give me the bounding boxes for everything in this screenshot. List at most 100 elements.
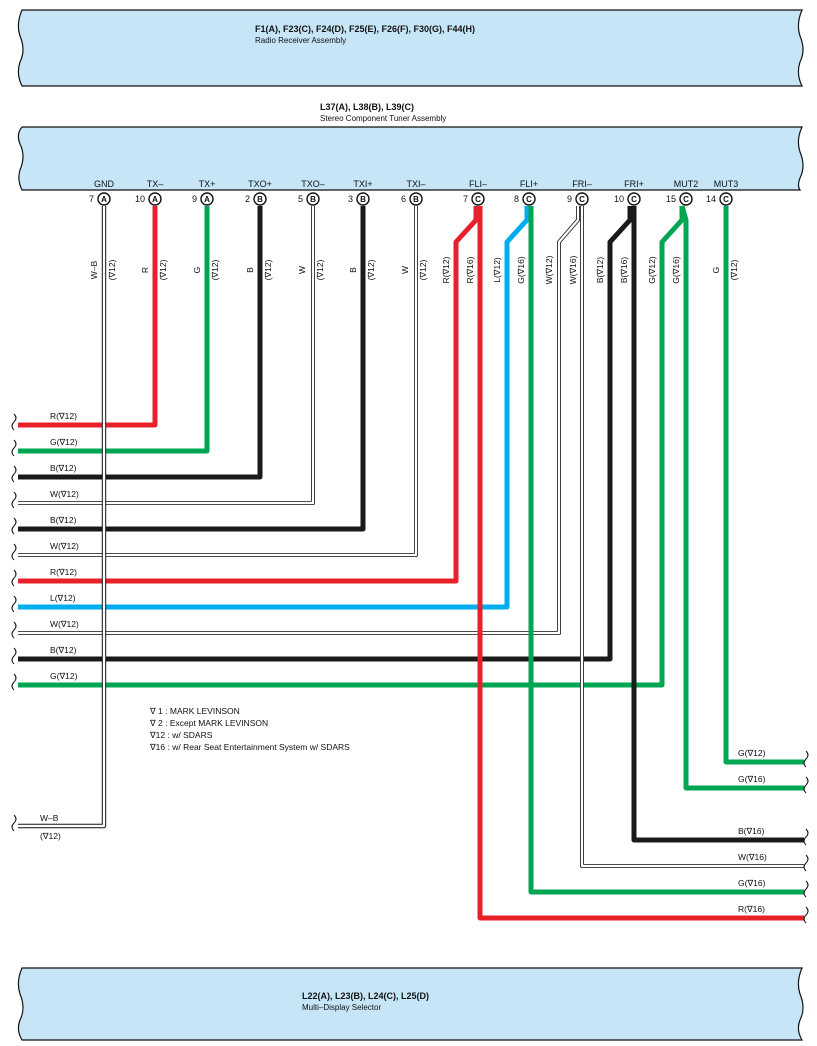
pin-name: TX+ — [199, 179, 216, 189]
left-wire-label: W(∇12) — [50, 489, 79, 499]
pin-name: FRI+ — [624, 179, 644, 189]
wire-color-label: R(∇16) — [465, 256, 475, 283]
pin-terminal — [471, 192, 485, 206]
pin-number: 8 — [514, 194, 519, 204]
wire-color-label: W(∇16) — [568, 255, 578, 284]
left-wire-label: W(∇12) — [50, 541, 79, 551]
pin-terminal — [97, 192, 111, 206]
pin-name: TXI+ — [353, 179, 372, 189]
footnote: ∇16 : w/ Rear Seat Entertainment System … — [149, 742, 350, 752]
wire-fli-minus-12 — [18, 206, 479, 584]
left-wire-label: L(∇12) — [50, 593, 76, 603]
pin-connector-letter: C — [631, 195, 637, 204]
pin-number: 9 — [192, 194, 197, 204]
wire-option-label: (∇12) — [418, 259, 428, 280]
left-wire-label: B(∇12) — [50, 645, 77, 655]
wire-color-label: R — [140, 267, 150, 273]
right-wire-labels: G(∇12) G(∇16) B(∇16) W(∇16) G(∇16) R(∇16… — [738, 748, 767, 914]
pin-terminal — [627, 192, 641, 206]
wire-color-label: B(∇16) — [619, 257, 629, 284]
wire-option-label: (∇12) — [366, 259, 376, 280]
wire-fri-plus-16 — [631, 206, 804, 843]
pin-connector-letter: B — [257, 195, 263, 204]
selector-title: L22(A), L23(B), L24(C), L25(D) — [302, 991, 429, 1001]
left-wire-label: R(∇12) — [50, 567, 77, 577]
wire-gnd — [18, 206, 106, 828]
wire-color-label: R(∇12) — [441, 256, 451, 283]
wire-fli-plus-12 — [18, 206, 530, 610]
pin-number: 5 — [298, 194, 303, 204]
wire-color-label: L(∇12) — [492, 257, 502, 283]
pin-connector-letter: A — [101, 195, 107, 204]
pin-name: MUT2 — [674, 179, 699, 189]
footnotes: ∇ 1 : MARK LEVINSON ∇ 2 : Except MARK LE… — [149, 706, 350, 752]
left-wire-label: G(∇12) — [50, 671, 78, 681]
wire-option-label: (∇12) — [158, 259, 168, 280]
pin-connector-letter: B — [360, 195, 366, 204]
pin-terminal — [575, 192, 589, 206]
wire-color-label: G(∇16) — [671, 256, 681, 284]
wire-option-label: (∇12) — [210, 259, 220, 280]
pin-connector-letter: B — [413, 195, 419, 204]
pin-name: MUT3 — [714, 179, 739, 189]
radio-receiver-connector: F1(A), F23(C), F24(D), F25(E), F26(F), F… — [17, 9, 804, 87]
wire-fri-minus-12 — [18, 206, 580, 635]
pin-number: 9 — [567, 194, 572, 204]
wire-color-label: W — [297, 266, 307, 274]
right-wire-label: W(∇16) — [738, 852, 767, 862]
wire-fri-minus-16-outline — [580, 206, 804, 868]
pin-number: 6 — [401, 194, 406, 204]
pin-terminal — [253, 192, 267, 206]
pin-connector-letter: C — [579, 195, 585, 204]
wire-option-label: (∇12) — [315, 259, 325, 280]
pin-number: 10 — [614, 194, 624, 204]
pin-terminal — [306, 192, 320, 206]
pin-connector-letter: A — [152, 195, 158, 204]
left-wire-label: G(∇12) — [50, 437, 78, 447]
radio-receiver-subtitle: Radio Receiver Assembly — [255, 36, 346, 45]
pin-number: 2 — [245, 194, 250, 204]
left-wire-label: B(∇12) — [50, 463, 77, 473]
pin-connector-letter: C — [526, 195, 532, 204]
right-wire-label: G(∇12) — [738, 748, 766, 758]
gnd-wire-option-label: (∇12) — [40, 831, 61, 841]
wire-color-label: G(∇12) — [647, 256, 657, 284]
right-wire-label: R(∇16) — [738, 904, 765, 914]
wire-color-label: B(∇12) — [595, 257, 605, 284]
pin-number: 14 — [706, 194, 716, 204]
wire-fri-minus-16 — [580, 206, 804, 868]
wire-color-label: B — [348, 267, 358, 273]
pin-connector-letter: A — [204, 195, 210, 204]
wire-option-label: (∇12) — [263, 259, 273, 280]
pin-name: FRI– — [572, 179, 592, 189]
wire-txo-plus — [18, 206, 263, 480]
wire-break-marks — [11, 413, 809, 924]
selector-subtitle: Multi–Display Selector — [302, 1003, 381, 1012]
wire-fli-minus-16 — [477, 206, 804, 921]
wire-color-label: W — [400, 266, 410, 274]
pin-terminal — [719, 192, 733, 206]
right-wire-label: G(∇16) — [738, 878, 766, 888]
tuner-connector — [17, 126, 804, 191]
wire-tx-minus — [18, 206, 158, 428]
footnote: ∇12 : w/ SDARS — [149, 730, 213, 740]
footnote: ∇ 1 : MARK LEVINSON — [149, 706, 240, 716]
left-wire-label: R(∇12) — [50, 411, 77, 421]
pin-connector-letter: C — [723, 195, 729, 204]
wire-fli-plus-16 — [528, 206, 804, 895]
pin-name: GND — [94, 179, 115, 189]
wire-mut2-12 — [18, 206, 685, 688]
wire-txo-minus-outline — [18, 206, 315, 505]
wire-option-label: (∇12) — [729, 259, 739, 280]
pin-name: TXO+ — [248, 179, 272, 189]
wire-color-label: G(∇16) — [516, 256, 526, 284]
right-wire-label: G(∇16) — [738, 774, 766, 784]
pin-terminal — [522, 192, 536, 206]
wire-txo-minus — [18, 206, 315, 505]
pin-terminal — [148, 192, 162, 206]
pin-number: 7 — [463, 194, 468, 204]
wire-txi-plus — [18, 206, 366, 532]
pin-name: TXO– — [301, 179, 325, 189]
wire-mut3-12 — [723, 206, 804, 765]
wire-color-label: G — [711, 267, 721, 274]
